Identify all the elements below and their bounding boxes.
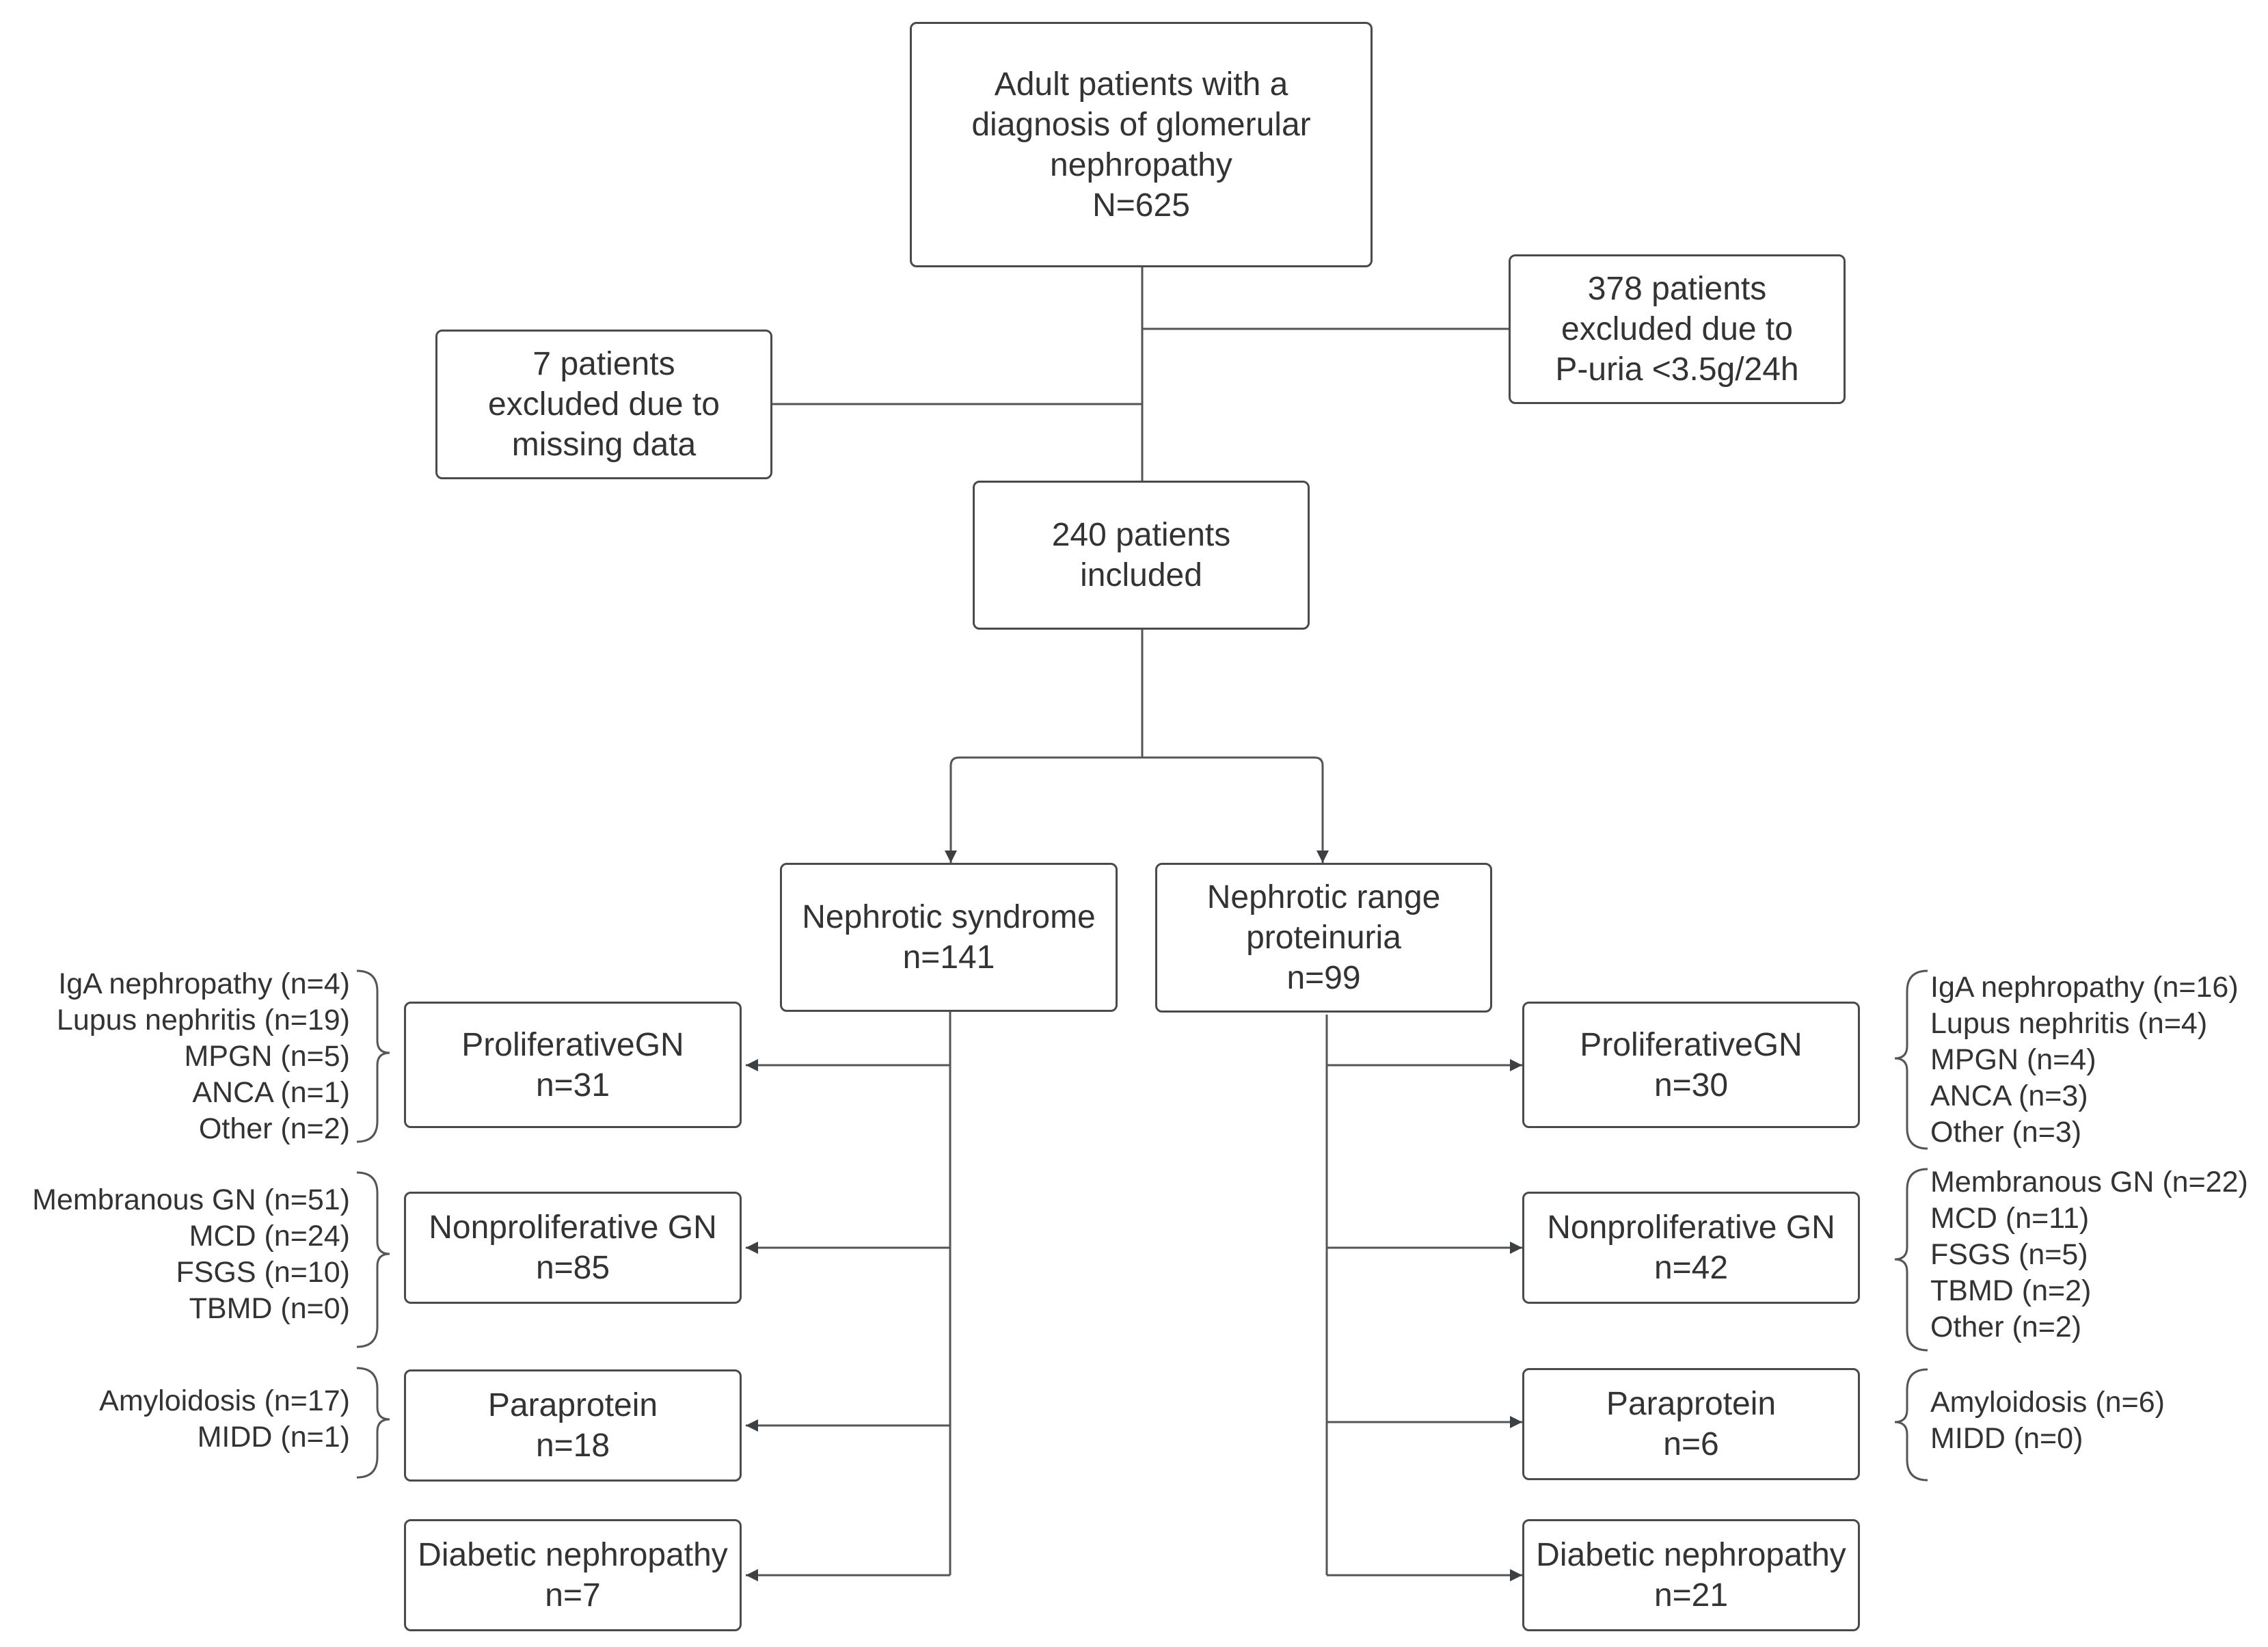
- detail-item: IgA nephropathy (n=4): [58, 967, 350, 1000]
- box-excluded-puria: 378 patients excluded due to P-uria <3.5…: [1509, 254, 1846, 404]
- box-all-patients: Adult patients with a diagnosis of glome…: [910, 22, 1373, 267]
- detail-item: TBMD (n=0): [189, 1292, 350, 1325]
- detail-item: ANCA (n=1): [192, 1075, 350, 1109]
- box-line: n=85: [535, 1250, 610, 1286]
- box-line: Nephrotic syndrome: [802, 899, 1096, 935]
- box-nrp-paraprotein: Paraprotein n=6: [1522, 1368, 1860, 1480]
- box-line: excluded due to: [488, 386, 720, 423]
- detail-item: Membranous GN (n=51): [32, 1183, 350, 1216]
- box-line: Diabetic nephropathy: [418, 1537, 728, 1573]
- detail-item: Amyloidosis (n=17): [99, 1384, 350, 1417]
- box-line: diagnosis of glomerular: [971, 106, 1311, 143]
- box-line: ProliferativeGN: [461, 1026, 684, 1063]
- box-line: Nephrotic range: [1206, 879, 1441, 915]
- detail-item: FSGS (n=10): [176, 1256, 350, 1289]
- box-line: n=6: [1663, 1426, 1719, 1462]
- box-line: n=21: [1653, 1577, 1729, 1613]
- brace-right-paraprotein: [1894, 1368, 1928, 1482]
- box-ns-paraprotein: Paraprotein n=18: [404, 1369, 742, 1482]
- box-nephrotic-syndrome: Nephrotic syndrome n=141: [780, 863, 1118, 1012]
- box-nrp-nonproliferative-gn: Nonproliferative GN n=42: [1522, 1192, 1860, 1304]
- detail-item: MPGN (n=4): [1930, 1043, 2096, 1076]
- box-line: 7 patients: [532, 346, 675, 382]
- box-excluded-missing: 7 patients excluded due to missing data: [435, 330, 772, 479]
- box-line: Nonproliferative GN: [429, 1209, 717, 1246]
- details-nrp-paraprotein: Amyloidosis (n=6) MIDD (n=0): [1930, 1382, 2258, 1459]
- detail-item: Amyloidosis (n=6): [1930, 1386, 2165, 1419]
- detail-item: Lupus nephritis (n=19): [56, 1003, 350, 1036]
- box-line: Diabetic nephropathy: [1536, 1537, 1846, 1573]
- box-included: 240 patients included: [973, 481, 1310, 630]
- box-line: Adult patients with a: [994, 66, 1288, 103]
- box-nrp-diabetic-nephropathy: Diabetic nephropathy n=21: [1522, 1519, 1860, 1631]
- box-line: n=141: [902, 939, 995, 976]
- brace-right-proliferative: [1894, 969, 1928, 1150]
- box-line: n=31: [535, 1067, 610, 1103]
- details-nrp-proliferative: IgA nephropathy (n=16) Lupus nephritis (…: [1930, 967, 2258, 1152]
- box-line: n=42: [1653, 1250, 1729, 1286]
- detail-item: Other (n=3): [1930, 1115, 2082, 1149]
- detail-item: TBMD (n=2): [1930, 1274, 2092, 1307]
- box-line: N=625: [1092, 187, 1190, 224]
- box-nrp-proliferative-gn: ProliferativeGN n=30: [1522, 1002, 1860, 1128]
- detail-item: MIDD (n=1): [197, 1421, 350, 1454]
- box-line: Nonproliferative GN: [1547, 1209, 1835, 1246]
- box-line: n=18: [535, 1428, 610, 1464]
- box-line: missing data: [511, 427, 697, 463]
- box-line: n=30: [1653, 1067, 1729, 1103]
- detail-item: MCD (n=11): [1930, 1201, 2090, 1235]
- detail-item: MPGN (n=5): [184, 1039, 350, 1073]
- detail-item: Membranous GN (n=22): [1930, 1165, 2248, 1199]
- box-line: 378 patients: [1587, 271, 1767, 307]
- box-line: included: [1080, 557, 1202, 593]
- details-ns-proliferative: IgA nephropathy (n=4) Lupus nephritis (n…: [0, 964, 350, 1149]
- detail-item: Other (n=2): [198, 1112, 350, 1145]
- box-ns-nonproliferative-gn: Nonproliferative GN n=85: [404, 1192, 742, 1304]
- brace-left-proliferative: [356, 969, 390, 1143]
- detail-item: MCD (n=24): [189, 1220, 350, 1253]
- detail-item: ANCA (n=3): [1930, 1079, 2088, 1112]
- connector-split-bar: [949, 756, 1324, 865]
- detail-item: FSGS (n=5): [1930, 1237, 2088, 1271]
- detail-item: Lupus nephritis (n=4): [1930, 1006, 2208, 1040]
- details-ns-paraprotein: Amyloidosis (n=17) MIDD (n=1): [0, 1381, 350, 1458]
- box-line: n=7: [545, 1577, 601, 1613]
- brace-right-nonproliferative: [1894, 1168, 1928, 1352]
- box-line: proteinuria: [1246, 920, 1401, 956]
- box-line: nephropathy: [1050, 146, 1232, 183]
- details-ns-nonproliferative: Membranous GN (n=51) MCD (n=24) FSGS (n=…: [0, 1179, 350, 1330]
- detail-item: IgA nephropathy (n=16): [1930, 970, 2239, 1004]
- box-line: excluded due to: [1561, 311, 1793, 347]
- brace-left-paraprotein: [356, 1367, 390, 1479]
- box-line: Paraprotein: [487, 1387, 658, 1423]
- detail-item: MIDD (n=0): [1930, 1422, 2083, 1455]
- box-line: Paraprotein: [1606, 1386, 1777, 1422]
- box-line: ProliferativeGN: [1580, 1026, 1803, 1063]
- details-nrp-nonproliferative: Membranous GN (n=22) MCD (n=11) FSGS (n=…: [1930, 1162, 2258, 1347]
- detail-item: Other (n=2): [1930, 1310, 2082, 1343]
- box-ns-diabetic-nephropathy: Diabetic nephropathy n=7: [404, 1519, 742, 1631]
- box-line: 240 patients: [1051, 517, 1231, 553]
- box-line: n=99: [1286, 960, 1361, 996]
- box-line: P-uria <3.5g/24h: [1555, 351, 1799, 388]
- box-nephrotic-range-proteinuria: Nephrotic range proteinuria n=99: [1155, 863, 1492, 1013]
- box-ns-proliferative-gn: ProliferativeGN n=31: [404, 1002, 742, 1128]
- brace-left-nonproliferative: [356, 1171, 390, 1348]
